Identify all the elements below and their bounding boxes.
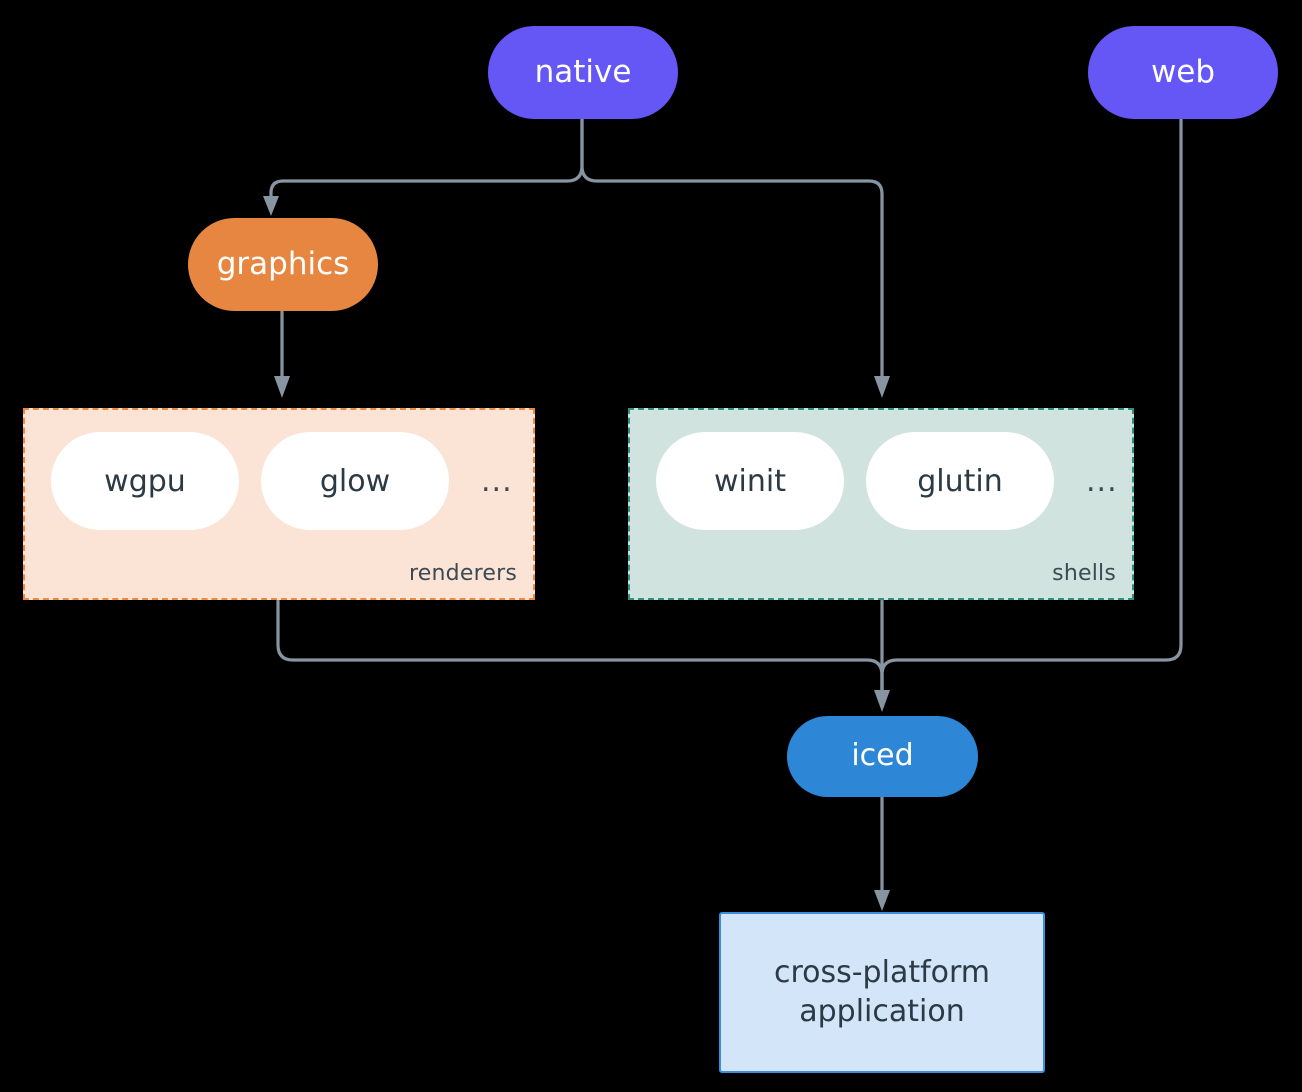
edge-native-bus bbox=[269, 116, 584, 198]
renderers-overflow-ellipsis: ... bbox=[481, 463, 513, 499]
node-glow-label: glow bbox=[319, 463, 391, 499]
group-shells-label: shells bbox=[1052, 561, 1116, 586]
arrowhead-graphics-to-renderers bbox=[274, 376, 290, 398]
arrowhead-native-to-shells bbox=[874, 376, 890, 398]
node-wgpu[interactable]: wgpu bbox=[51, 432, 239, 530]
shells-overflow-ellipsis: ... bbox=[1086, 463, 1118, 499]
node-glow[interactable]: glow bbox=[261, 432, 449, 530]
node-graphics[interactable]: graphics bbox=[188, 218, 378, 311]
node-application-label-line2: application bbox=[799, 993, 965, 1029]
node-graphics-label: graphics bbox=[216, 245, 350, 282]
edge-renderers-to-iced bbox=[276, 599, 884, 692]
node-winit[interactable]: winit bbox=[656, 432, 844, 530]
shells-item-row: winit glutin ... bbox=[656, 432, 1118, 530]
node-application-label-line1: cross-platform bbox=[773, 955, 991, 991]
node-winit-label: winit bbox=[714, 463, 786, 499]
group-renderers-label: renderers bbox=[409, 561, 517, 586]
arrowhead-native-to-graphics bbox=[263, 196, 279, 216]
node-glutin-label: glutin bbox=[917, 463, 1003, 499]
arrowhead-bus-to-iced bbox=[874, 690, 890, 712]
node-native-label: native bbox=[534, 53, 632, 90]
node-glutin[interactable]: glutin bbox=[866, 432, 1054, 530]
node-iced[interactable]: iced bbox=[787, 716, 978, 797]
group-renderers: wgpu glow ... renderers bbox=[23, 408, 535, 600]
node-web-label: web bbox=[1150, 53, 1216, 90]
edge-native-to-shells bbox=[580, 116, 884, 378]
node-web[interactable]: web bbox=[1088, 26, 1278, 119]
node-iced-label: iced bbox=[851, 738, 914, 774]
edge-web-to-iced bbox=[880, 116, 1183, 692]
group-shells: winit glutin ... shells bbox=[628, 408, 1134, 600]
node-native[interactable]: native bbox=[488, 26, 678, 119]
renderers-item-row: wgpu glow ... bbox=[51, 432, 513, 530]
arrowhead-iced-to-application bbox=[874, 890, 890, 911]
node-wgpu-label: wgpu bbox=[104, 463, 186, 499]
node-application[interactable]: cross-platform application bbox=[719, 912, 1045, 1073]
